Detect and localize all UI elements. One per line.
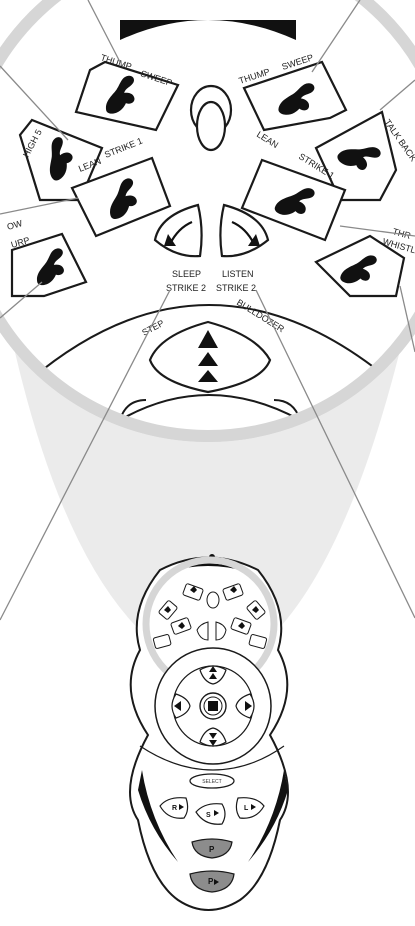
p-button-lower-label: P <box>208 877 214 886</box>
s-button-label: S <box>206 812 211 819</box>
select-button[interactable]: SELECT <box>190 774 234 788</box>
remote-control: SELECT R S L P P <box>130 554 288 910</box>
magnified-view: THUMP SWEEP THUMP SWEEP HIGH 5 TALK BACK <box>0 0 415 460</box>
select-label: SELECT <box>202 779 221 785</box>
remote-dpad[interactable] <box>155 648 271 764</box>
label-sleep-strike: STRIKE 2 <box>166 283 206 293</box>
label-listen-strike: STRIKE 2 <box>216 283 256 293</box>
l-button-label: L <box>244 805 249 812</box>
p-button-upper-label: P <box>209 845 215 854</box>
r-button-label: R <box>172 805 177 812</box>
label-listen: LISTEN <box>222 269 254 279</box>
label-sleep: SLEEP <box>172 269 201 279</box>
